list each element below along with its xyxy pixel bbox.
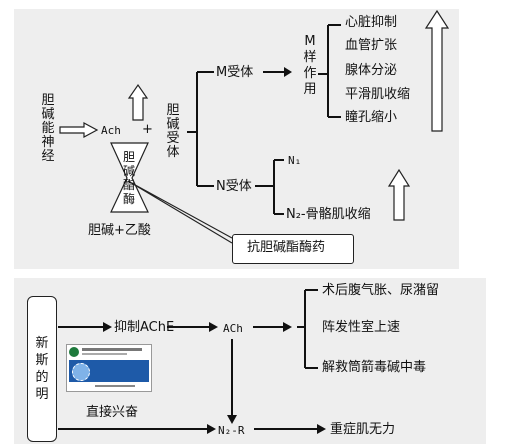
- inhibit-ache-label: 抑制AChE: [114, 320, 175, 335]
- package-text-line: [95, 385, 135, 387]
- package-emblem-icon: [72, 363, 90, 381]
- uses-bracket: [297, 289, 318, 369]
- package-text-line: [82, 348, 142, 351]
- ach-label-bottom: ACh: [223, 322, 243, 335]
- receptor-bracket: [187, 71, 214, 187]
- neostigmine-label: 新斯的明: [35, 336, 49, 402]
- m-effect-item: 瞳孔缩小: [345, 110, 398, 125]
- ach-increase-arrow: [127, 83, 149, 121]
- n2-effect-label: N₂-骨骼肌收缩: [286, 207, 371, 222]
- nerve-to-ach-arrow: [59, 121, 99, 139]
- n-receptor-label: N受体: [216, 179, 252, 194]
- anti-cholinesterase-label: 抗胆碱酯酶药: [247, 240, 326, 255]
- cholinergic-nerve-label: 胆碱能神经: [41, 93, 55, 164]
- n-arrow: [255, 159, 284, 215]
- m-effect-item: 平滑肌收缩: [345, 87, 411, 102]
- use-item: 解救筒箭毒碱中毒: [322, 360, 427, 375]
- use-item: 阵发性室上速: [322, 320, 401, 335]
- package-blue-band: [69, 360, 149, 382]
- m-effect-label: M样作用: [303, 34, 317, 97]
- m-effect-item: 血管扩张: [345, 38, 398, 53]
- products-label: 胆碱+乙酸: [88, 223, 151, 238]
- n-increase-arrow: [387, 168, 411, 221]
- anti-cholinesterase-box: 抗胆碱酯酶药: [232, 234, 354, 264]
- m-effect-item: 腺体分泌: [345, 63, 398, 78]
- m-effects-increase-arrow: [424, 9, 450, 132]
- n2r-label: N₂-R: [218, 424, 245, 437]
- cholinergic-receptor-label: 胆碱受体: [166, 103, 180, 160]
- m-effect-item: 心脏抑制: [345, 15, 398, 30]
- drug-package-image: [66, 344, 152, 392]
- top-panel: [14, 9, 459, 269]
- neostigmine-box: 新斯的明: [27, 296, 57, 442]
- use-item: 术后腹气胀、尿潴留: [322, 283, 440, 298]
- callout-lines: [127, 180, 233, 244]
- enzyme-hourglass: [110, 142, 149, 213]
- m-effects-bracket: [318, 24, 341, 118]
- brand-logo-icon: [69, 347, 79, 357]
- direct-excite-label: 直接兴奋: [86, 405, 139, 420]
- myasthenia-label: 重症肌无力: [330, 422, 396, 437]
- ach-label: Ach: [101, 124, 121, 137]
- plus-sign: +: [142, 122, 153, 137]
- package-text-line: [82, 353, 127, 355]
- n1-label: N₁: [288, 154, 302, 167]
- m-receptor-label: M受体: [216, 65, 254, 80]
- cholinesterase-label: 胆碱酯酶: [122, 150, 135, 206]
